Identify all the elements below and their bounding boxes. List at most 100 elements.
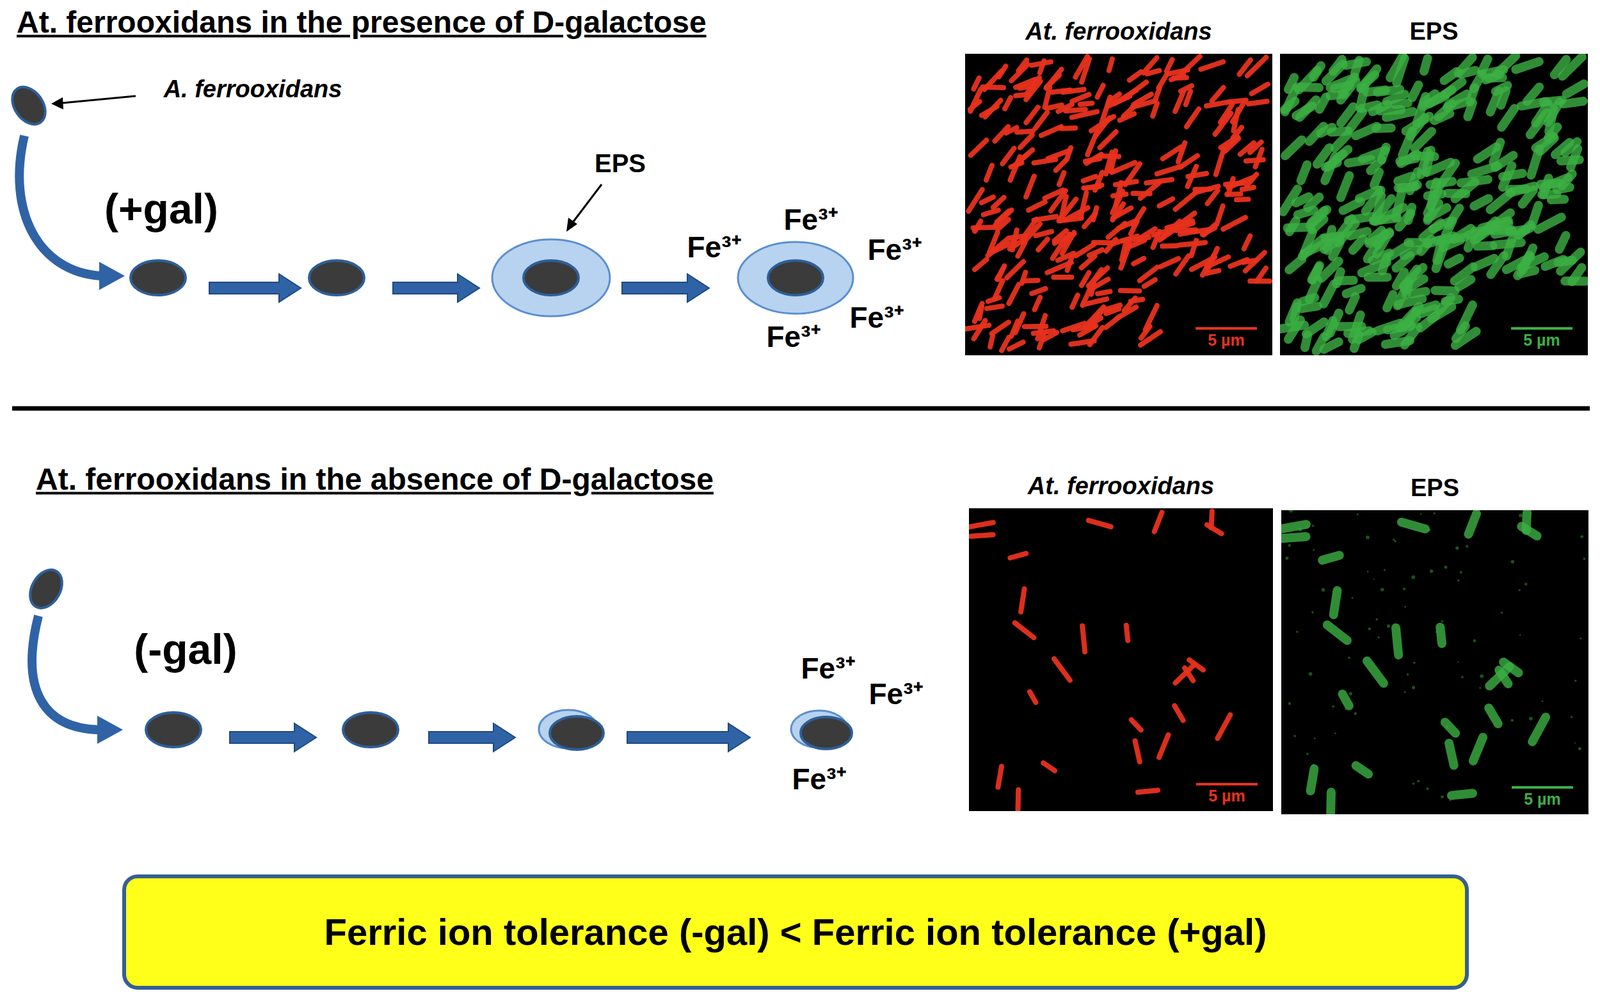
stained-cell [1171, 702, 1187, 724]
stained-cell [1245, 98, 1270, 107]
micrograph-panel: At. ferrooxidans5 µm [968, 508, 1273, 811]
stain-speck [1404, 606, 1407, 608]
bacterium-cell [800, 716, 852, 749]
stain-speck [1365, 535, 1370, 540]
stained-cell [1013, 91, 1033, 99]
panel-heading: At. ferrooxidans [943, 472, 1299, 501]
stain-speck [1473, 639, 1477, 643]
stained-cell [1018, 268, 1030, 287]
stained-cell [1435, 622, 1448, 649]
stained-cell [1118, 239, 1129, 263]
stained-cell [1390, 97, 1414, 109]
stain-speck [1459, 570, 1463, 574]
section-heading: At. ferrooxidans in the presence of D-ga… [16, 4, 707, 40]
stained-cell [1022, 323, 1049, 330]
stained-cell [1281, 71, 1300, 96]
stained-cell [1031, 156, 1059, 166]
stain-speck [1582, 557, 1586, 560]
stain-speck [1511, 718, 1514, 722]
stained-cell [995, 763, 1005, 791]
stained-cell [1495, 85, 1512, 112]
stain-speck [1296, 630, 1298, 633]
stained-cell [1105, 55, 1116, 74]
block-arrow [229, 723, 317, 752]
stained-cell [1313, 90, 1332, 116]
stained-cell [986, 332, 996, 350]
ion-label: Fe³⁺ [867, 232, 923, 267]
stained-cell [1047, 186, 1069, 214]
stained-cell [1151, 508, 1166, 535]
stained-cell [1031, 293, 1044, 313]
bacterium-cell [768, 260, 824, 296]
stained-cell [1475, 53, 1494, 78]
stained-cell [1059, 320, 1088, 335]
stained-cell [1056, 215, 1085, 224]
stained-cell [995, 62, 1010, 80]
stain-speck [1425, 787, 1429, 790]
micrograph-panel: EPS5 µm [1280, 53, 1588, 356]
stained-cell [1127, 716, 1145, 734]
stain-speck [1386, 624, 1391, 628]
stain-speck [1349, 691, 1353, 696]
stained-cell [1052, 156, 1070, 174]
stained-cell [984, 303, 1006, 312]
stain-speck [1308, 672, 1313, 676]
stained-cell [1443, 188, 1471, 199]
scale-bar: 5 µm [1511, 785, 1574, 809]
block-arrow [209, 273, 301, 303]
stained-cell [1042, 65, 1065, 93]
stained-cell [1504, 180, 1540, 199]
scale-bar: 5 µm [1511, 327, 1573, 350]
scale-bar: 5 µm [1196, 782, 1258, 806]
stain-speck [1377, 636, 1380, 639]
stained-cell [1316, 549, 1345, 566]
stained-cell [1356, 256, 1394, 279]
stained-cell [970, 74, 983, 93]
stained-cell [1281, 519, 1312, 534]
stained-cell [1011, 618, 1038, 641]
stained-cell [1436, 234, 1467, 254]
stained-cell [1050, 274, 1074, 280]
stained-cell [1523, 106, 1554, 141]
stained-cell [1191, 183, 1222, 196]
stained-cell [1214, 711, 1234, 742]
stained-cell [970, 224, 998, 231]
stained-cell [1182, 105, 1202, 131]
stained-cell [1280, 183, 1304, 219]
stain-speck [1354, 712, 1358, 716]
stained-cell [1299, 329, 1314, 354]
stained-cell [1208, 508, 1215, 530]
stained-cell [1130, 190, 1153, 197]
arrowhead [97, 715, 123, 744]
stained-cell [1108, 159, 1138, 176]
stained-cell [967, 136, 991, 159]
stained-cell [1320, 314, 1339, 344]
stained-cell [1489, 237, 1526, 250]
stained-cell [1328, 585, 1343, 621]
stained-cell [1443, 737, 1460, 771]
leader-line [61, 96, 136, 104]
stain-speck [1288, 544, 1291, 547]
stained-cell [1091, 168, 1106, 194]
stained-cell [1198, 224, 1218, 239]
stain-speck [1420, 513, 1423, 516]
stained-cell [1005, 280, 1023, 307]
stain-speck [1402, 587, 1406, 591]
stained-cell [1040, 328, 1060, 344]
stained-cell [1288, 300, 1303, 325]
ion-label: Fe³⁺ [766, 320, 822, 354]
stained-cell [1068, 291, 1081, 312]
stained-cell [1248, 80, 1272, 98]
stained-cell [1236, 138, 1258, 158]
stained-cell [1511, 221, 1537, 241]
stained-cell [1303, 119, 1330, 148]
ion-label: Fe³⁺ [792, 762, 847, 797]
stain-speck [1285, 556, 1289, 560]
stained-cell [1008, 317, 1021, 340]
stained-cell [1172, 252, 1193, 278]
stained-cell [1521, 510, 1532, 536]
ion-label: Fe³⁺ [784, 202, 839, 237]
stain-speck [1461, 675, 1464, 679]
stained-cell [991, 277, 1007, 303]
